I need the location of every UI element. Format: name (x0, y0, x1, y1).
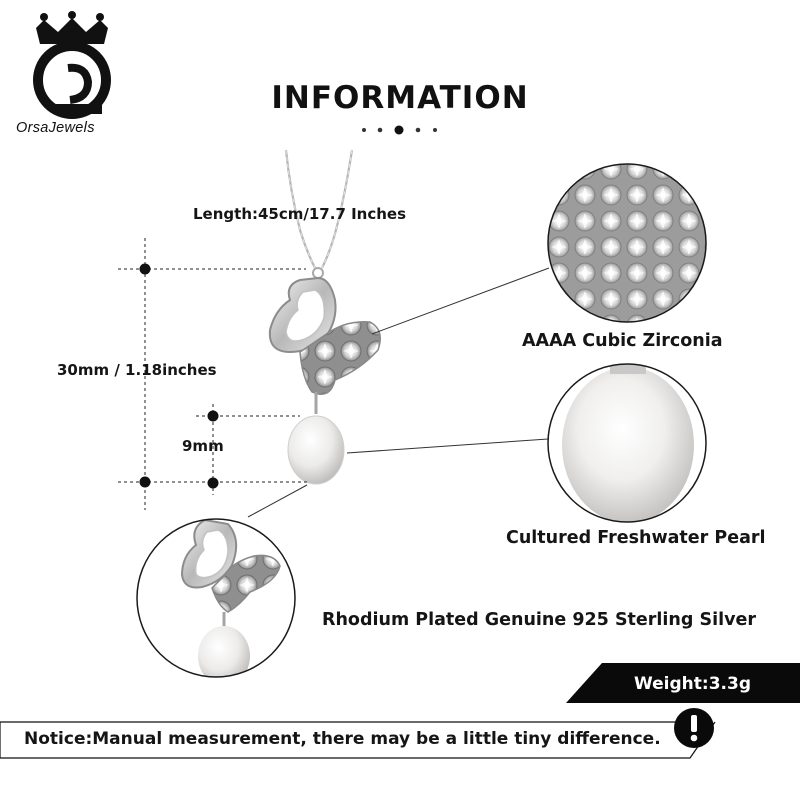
title-decoration-dots (362, 125, 437, 135)
silver-label: Rhodium Plated Genuine 925 Sterling Silv… (322, 610, 756, 630)
pendant-pearl (287, 415, 345, 485)
zirconia-label: AAAA Cubic Zirconia (522, 331, 723, 351)
length-label: Length:45cm/17.7 Inches (193, 205, 407, 223)
weight-label: Weight:3.3g (634, 674, 751, 694)
silver-detail (136, 518, 296, 678)
pendant-height-label: 30mm / 1.18inches (57, 361, 217, 379)
brand-name: OrsaJewels (16, 120, 95, 136)
exclamation-icon (674, 708, 714, 748)
crown-logo-icon (33, 11, 111, 119)
weight-banner (566, 663, 800, 703)
page-title: INFORMATION (271, 80, 529, 116)
pearl-label: Cultured Freshwater Pearl (506, 528, 766, 548)
pearl-detail (547, 363, 707, 523)
notice-text: Notice:Manual measurement, there may be … (24, 729, 661, 749)
pearl-size-label: 9mm (182, 437, 224, 455)
pendant-butterfly (268, 276, 381, 395)
zirconia-detail (547, 163, 707, 323)
